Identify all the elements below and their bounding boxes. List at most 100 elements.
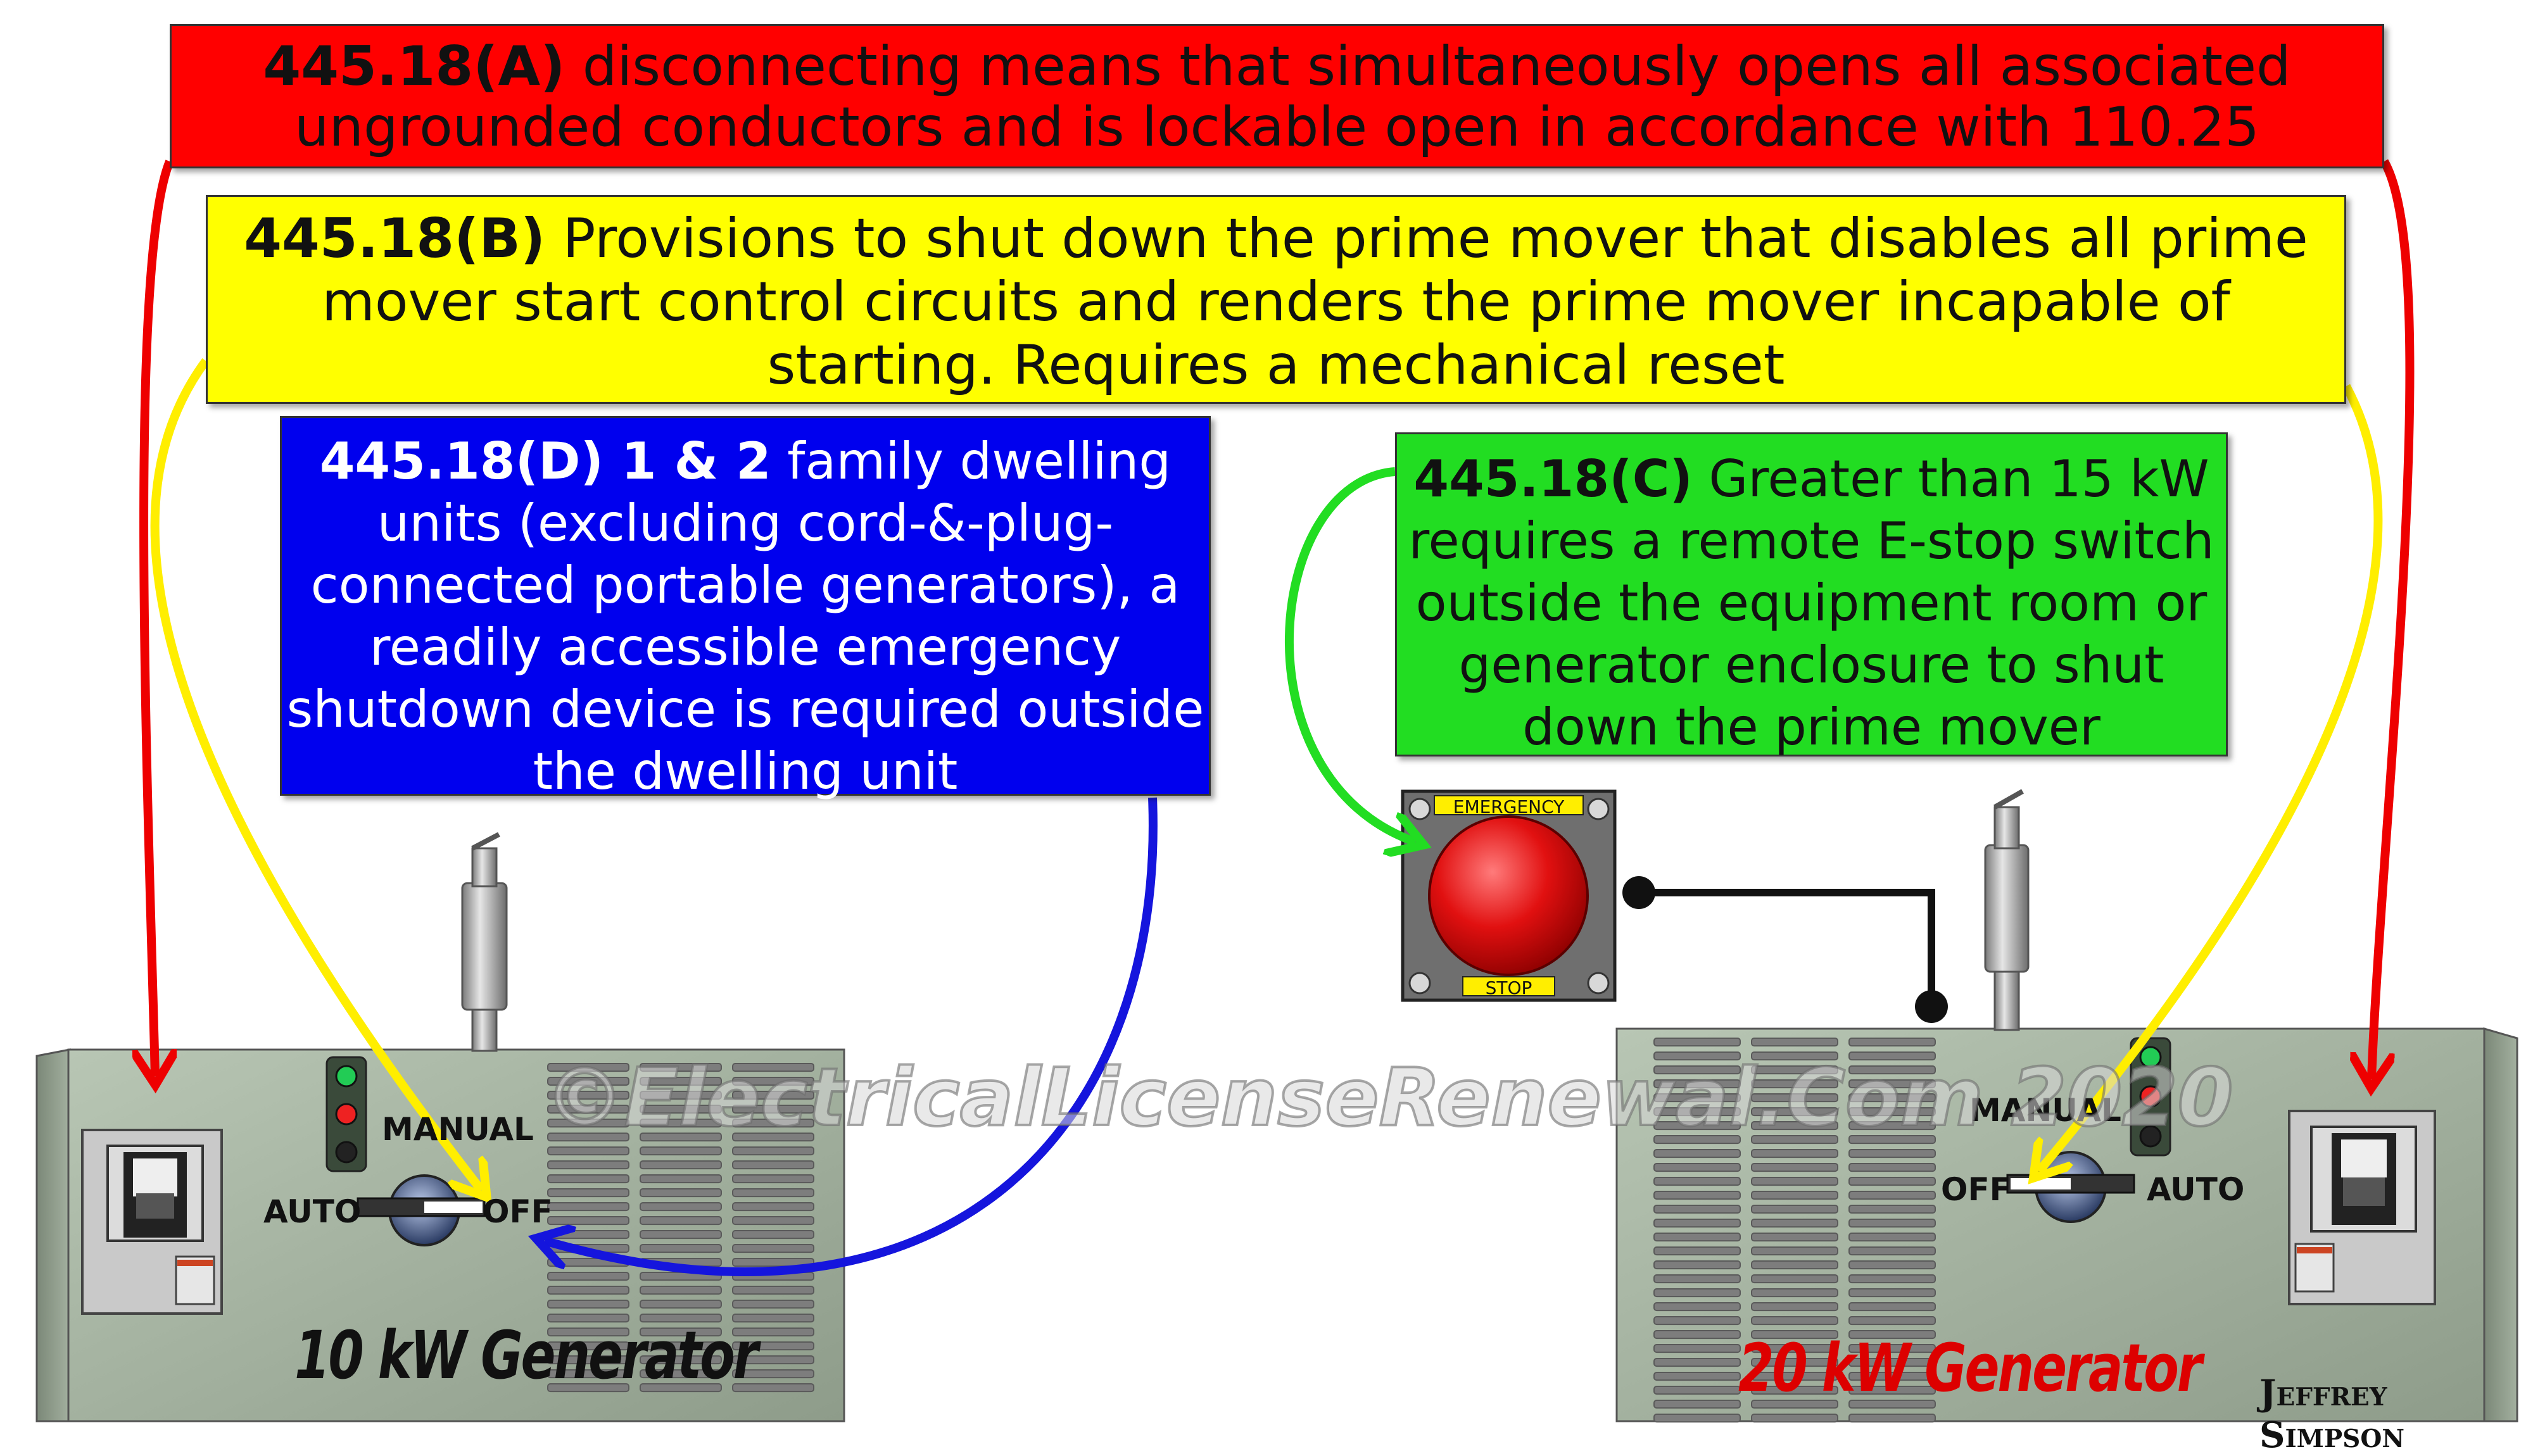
- generator-2-indicator-lights: [2130, 1037, 2171, 1157]
- generator-2-off-label: OFF: [1941, 1171, 2011, 1208]
- generator-2-side: [2483, 1027, 2518, 1422]
- generator-2-exhaust: [1984, 789, 2030, 1031]
- vent-slat: [1848, 1191, 1936, 1200]
- vent-slat: [1848, 1107, 1936, 1117]
- vent-slat: [732, 1133, 814, 1142]
- vent-slat: [547, 1174, 629, 1184]
- vent-slat: [1653, 1386, 1741, 1395]
- vent-slat: [732, 1091, 814, 1100]
- emergency-stop-station[interactable]: [1401, 789, 1617, 1002]
- generator-2-disconnect-switch: [2288, 1110, 2436, 1305]
- vent-slat: [1848, 1163, 1936, 1172]
- vent-slat: [1848, 1079, 1936, 1089]
- vent-slat: [1653, 1121, 1741, 1131]
- vent-slat: [1848, 1316, 1936, 1326]
- vent-slat: [547, 1105, 629, 1114]
- vent-slat: [1653, 1344, 1741, 1353]
- vent-slat: [1653, 1330, 1741, 1340]
- callout-445-18-d: 445.18(D) 1 & 2 family dwelling units (e…: [280, 416, 1211, 801]
- vent-slat: [1751, 1135, 1838, 1145]
- vent-slat: [1653, 1400, 1741, 1409]
- vent-slat: [1751, 1065, 1838, 1075]
- vent-slat: [1848, 1344, 1936, 1353]
- generator-1-indicator-lights: [325, 1056, 367, 1172]
- vent-slat: [1848, 1051, 1936, 1061]
- vent-slat: [640, 1327, 722, 1337]
- vent-slat: [1848, 1121, 1936, 1131]
- vent-slat: [640, 1188, 722, 1198]
- vent-slat: [1751, 1358, 1838, 1367]
- vent-slat: [1848, 1274, 1936, 1284]
- vent-slat: [1751, 1205, 1838, 1214]
- vent-slat: [547, 1146, 629, 1156]
- vent-slat: [640, 1119, 722, 1128]
- vent-slat: [1653, 1274, 1741, 1284]
- vent-slat: [1653, 1316, 1741, 1326]
- callout-d-text: family dwelling units (excluding cord-&-…: [286, 432, 1204, 801]
- vent-slat: [1751, 1107, 1838, 1117]
- vent-slat: [1848, 1093, 1936, 1103]
- emergency-stop-button[interactable]: [1428, 815, 1589, 976]
- vent-slat: [732, 1063, 814, 1072]
- vent-slat: [1751, 1372, 1838, 1381]
- vent-slat: [732, 1327, 814, 1337]
- callout-d-code: 445.18(D) 1 & 2: [319, 432, 771, 491]
- vent-slat: [1848, 1414, 1936, 1423]
- callout-445-18-c: 445.18(C) Greater than 15 kW requires a …: [1395, 432, 2228, 756]
- vent-slat: [1653, 1205, 1741, 1214]
- vent-slat: [1751, 1274, 1838, 1284]
- vent-slat: [547, 1063, 629, 1072]
- callout-445-18-a: 445.18(A) disconnecting means that simul…: [170, 24, 2384, 168]
- vent-slat: [547, 1286, 629, 1295]
- vent-slat: [640, 1369, 722, 1379]
- vent-slat: [1653, 1051, 1741, 1061]
- vent-slat: [640, 1314, 722, 1323]
- vent-slat: [732, 1230, 814, 1239]
- vent-slat: [547, 1091, 629, 1100]
- vent-slat: [1653, 1038, 1741, 1047]
- vent-slat: [640, 1174, 722, 1184]
- vent-slat: [1653, 1079, 1741, 1089]
- vent-slat: [547, 1300, 629, 1309]
- vent-slat: [1653, 1163, 1741, 1172]
- generator-1-title: 10 kW Generator: [294, 1317, 759, 1394]
- vent-slat: [640, 1244, 722, 1253]
- vent-slat: [1751, 1288, 1838, 1298]
- vent-slat: [640, 1091, 722, 1100]
- vent-slat: [547, 1119, 629, 1128]
- vent-slat: [547, 1355, 629, 1365]
- vent-slat: [1751, 1219, 1838, 1228]
- vent-slat: [732, 1314, 814, 1323]
- vent-slat: [1653, 1233, 1741, 1242]
- vent-slat: [640, 1105, 722, 1114]
- vent-slat: [1848, 1038, 1936, 1047]
- vent-slat: [1751, 1316, 1838, 1326]
- vent-slat: [1653, 1107, 1741, 1117]
- arrow-c: [1285, 467, 1415, 842]
- generator-1-mode-switch[interactable]: [357, 1174, 486, 1246]
- vent-slat: [1751, 1246, 1838, 1256]
- vent-slat: [640, 1133, 722, 1142]
- vent-slat: [1848, 1358, 1936, 1367]
- vent-slat: [1653, 1302, 1741, 1312]
- vent-slat: [1848, 1288, 1936, 1298]
- vent-slat: [1848, 1205, 1936, 1214]
- vent-slat: [547, 1133, 629, 1142]
- vent-slat: [547, 1341, 629, 1351]
- generator-2-auto-label: AUTO: [2147, 1171, 2245, 1208]
- vent-slat: [1751, 1233, 1838, 1242]
- vent-slat: [1751, 1191, 1838, 1200]
- vent-slat: [547, 1216, 629, 1226]
- vent-slat: [1848, 1330, 1936, 1340]
- vent-slat: [1848, 1233, 1936, 1242]
- arrow-b-right: [2039, 384, 2383, 1171]
- vent-slat: [640, 1077, 722, 1086]
- vent-slat: [1848, 1400, 1936, 1409]
- vent-slat: [1751, 1386, 1838, 1395]
- callout-b-text: Provisions to shut down the prime mover …: [322, 207, 2308, 397]
- generator-1-off-label: OFF: [483, 1193, 553, 1230]
- vent-slat: [547, 1160, 629, 1170]
- vent-slat: [1751, 1330, 1838, 1340]
- generator-2: [1615, 789, 2518, 1423]
- vent-slat: [1848, 1177, 1936, 1186]
